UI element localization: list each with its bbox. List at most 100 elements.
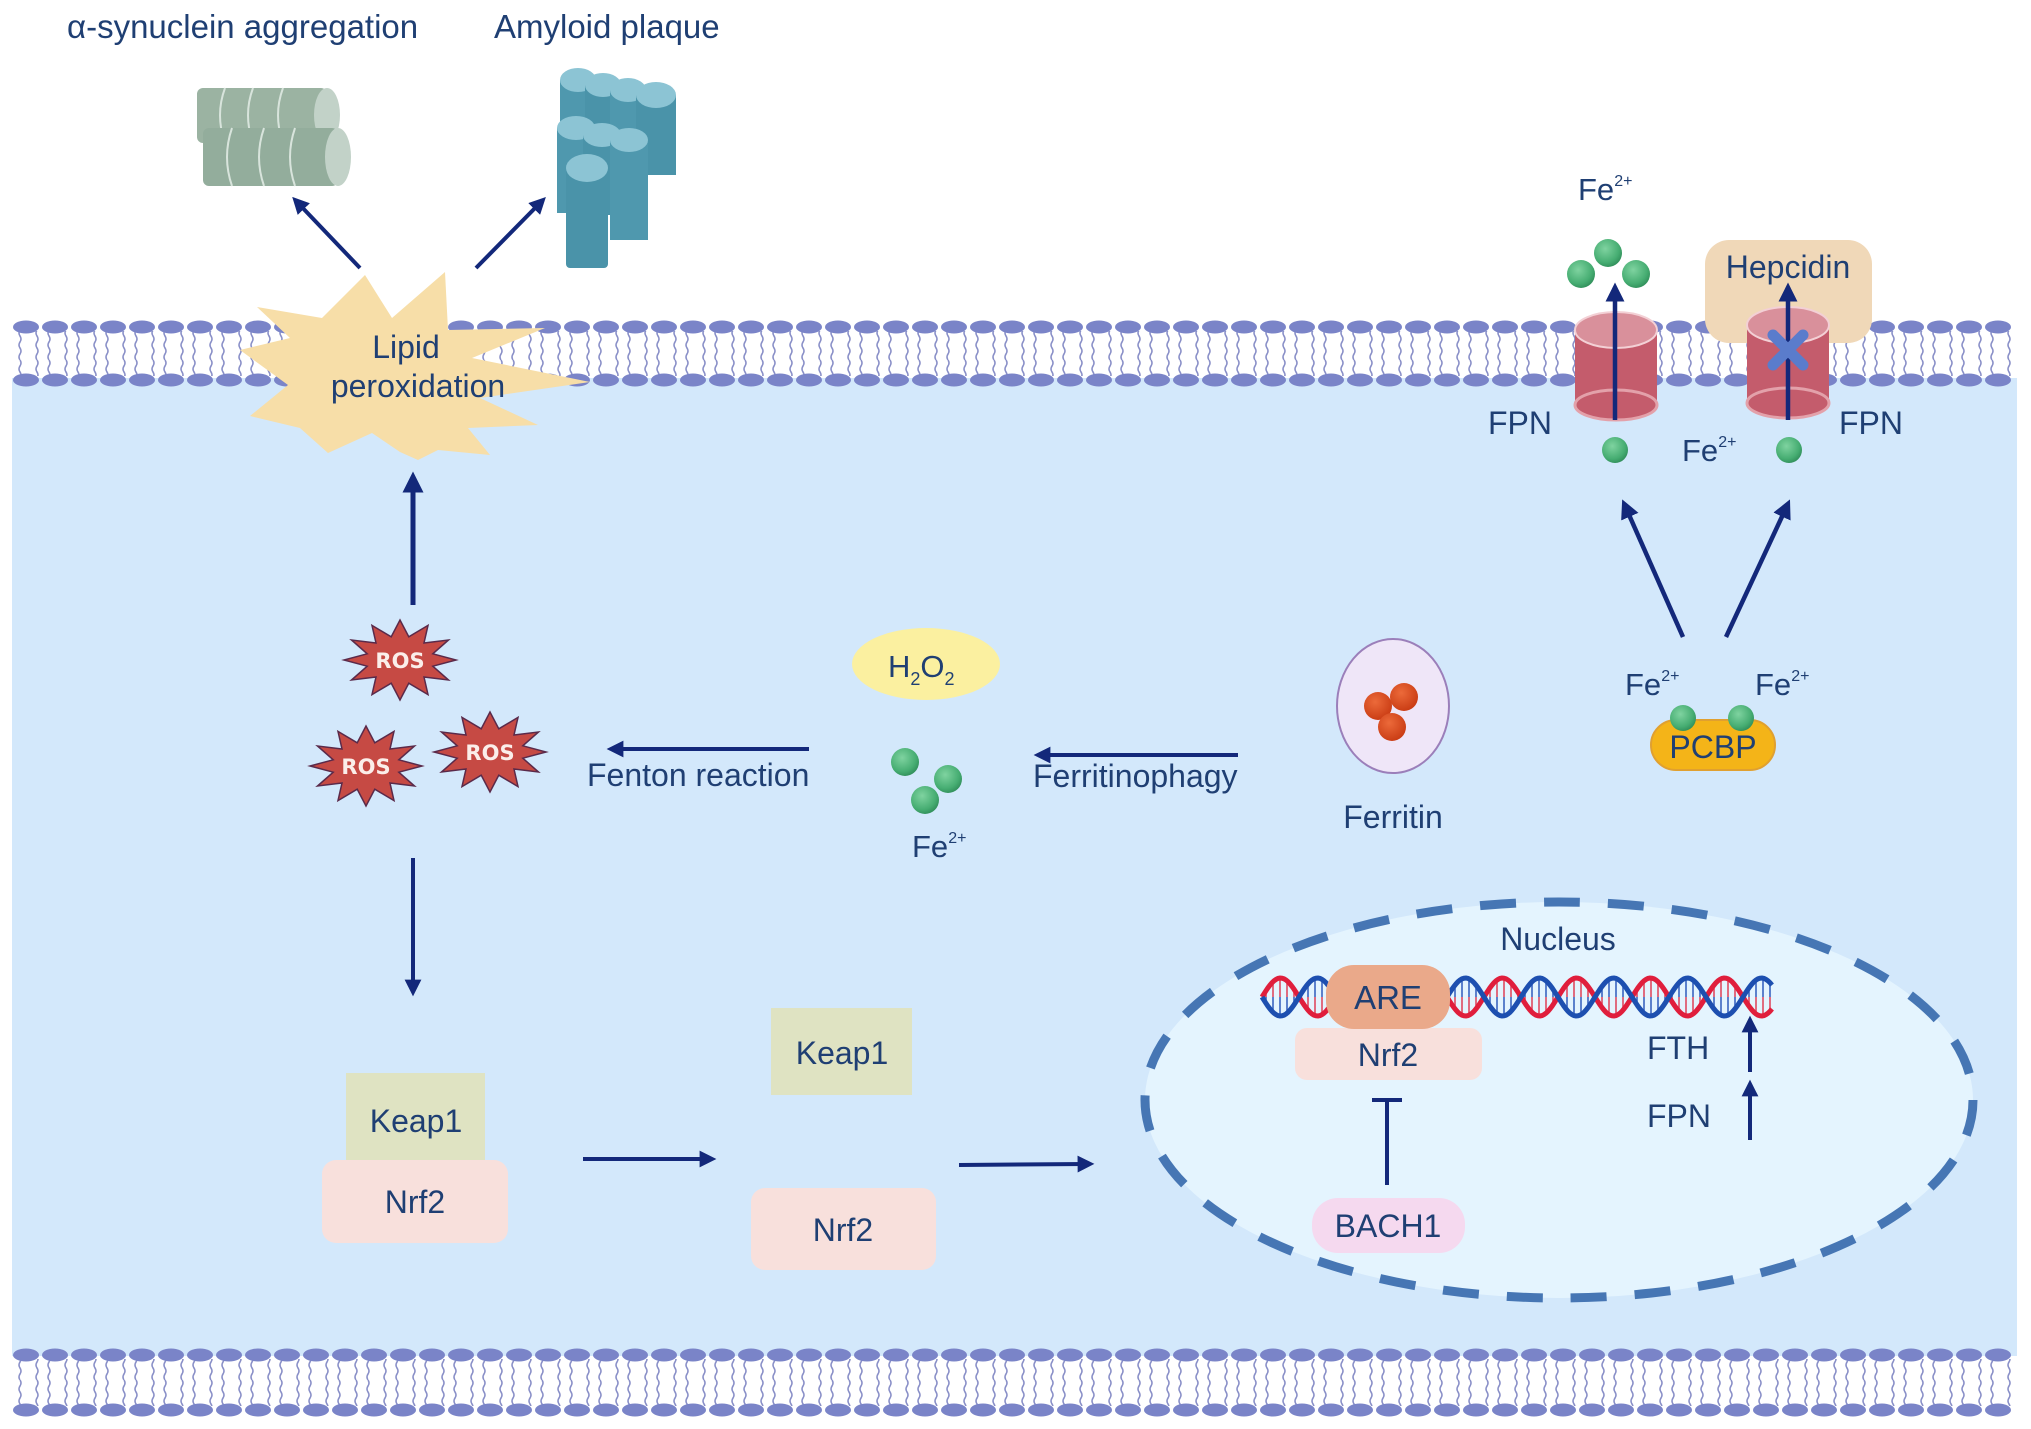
lipid-head [216,1403,242,1417]
lipid-head [100,1403,126,1417]
lipid-head [854,1403,880,1417]
lipid-head [1985,373,2011,387]
lipid-head [71,1348,97,1362]
lipid-head [187,320,213,334]
lipid-head [738,373,764,387]
lipid-head [1985,320,2011,334]
lipid-head [158,1403,184,1417]
lipid-head [1202,320,1228,334]
lipid-head [1405,1403,1431,1417]
lipid-head [42,320,68,334]
lipid-head [680,1403,706,1417]
lipid-head [1521,373,1547,387]
h2o2-label: H2O2 [888,649,955,689]
arrow-to-synuclein [292,196,362,270]
lipid-head [1202,1403,1228,1417]
lipid-head [1115,373,1141,387]
lipid-head [651,320,677,334]
lipid-head [1985,1403,2011,1417]
lipid-head [1956,1348,1982,1362]
lipid-head [1434,1403,1460,1417]
lipid-head [448,1403,474,1417]
lipid-head [332,1403,358,1417]
lipid-head [999,1348,1025,1362]
lipid-head [1550,1403,1576,1417]
lipid-peroxidation-label-line1: Lipid [372,329,440,365]
lipid-head [1318,373,1344,387]
lipid-head [941,1403,967,1417]
lipid-head [1086,320,1112,334]
lipid-head [1086,1403,1112,1417]
lipid-head [1289,1403,1315,1417]
lipid-head [796,320,822,334]
lipid-head [825,1403,851,1417]
lipid-head [796,1348,822,1362]
keap1-box [346,1073,485,1163]
lipid-head [187,1348,213,1362]
lipid-head [158,320,184,334]
lipid-head [419,1403,445,1417]
lipid-head [245,320,271,334]
lipid-head [1492,1403,1518,1417]
lipid-head [506,1348,532,1362]
arrow-pcbp-to-fpn-right [1723,499,1791,638]
fe2-ion [1728,705,1754,731]
lipid-head [651,1348,677,1362]
pcbp-label: PCBP [1669,729,1756,765]
lipid-head [883,1403,909,1417]
lipid-head [274,1403,300,1417]
lipid-head [1086,373,1112,387]
lipid-head [738,320,764,334]
lipid-head [535,1348,561,1362]
lipid-head [680,320,706,334]
lipid-head [13,1403,39,1417]
lipid-head [1231,1348,1257,1362]
ros-burst: ROS [307,724,425,808]
lipid-head [680,1348,706,1362]
lipid-head [1057,1403,1083,1417]
lipid-head [1724,1403,1750,1417]
lipid-head [1318,1348,1344,1362]
lipid-head [1724,1348,1750,1362]
lipid-head [1492,373,1518,387]
lipid-head [999,1403,1025,1417]
fe2-ion [1670,705,1696,731]
lipid-head [332,1348,358,1362]
lipid-head [912,1348,938,1362]
fe2-ion [1602,437,1628,463]
lipid-head [1811,1348,1837,1362]
lipid-head [1492,320,1518,334]
lipid-head [1753,1403,1779,1417]
lipid-head [767,320,793,334]
lipid-head [1840,1348,1866,1362]
synuclein-label: α-synuclein aggregation [67,8,418,45]
fth-label: FTH [1647,1030,1709,1066]
lipid-head [1202,373,1228,387]
alpha-synuclein-aggregate-icon [197,87,351,187]
lipid-head [883,373,909,387]
lipid-head [1144,373,1170,387]
lipid-head [1115,1348,1141,1362]
lipid-head [1260,1348,1286,1362]
keap1-free-label: Keap1 [796,1035,889,1071]
lipid-head [564,320,590,334]
lipid-head [564,1348,590,1362]
lipid-head [158,1348,184,1362]
lipid-head [1927,373,1953,387]
lipid-head [970,320,996,334]
lipid-head [1927,1403,1953,1417]
hepcidin-label: Hepcidin [1726,249,1851,285]
lipid-head [1376,320,1402,334]
lipid-head [1985,1348,2011,1362]
lipid-head [622,1403,648,1417]
arrow-nrf2-to-nucleus [958,1155,1095,1173]
ros-label: ROS [341,755,390,779]
lipid-head [245,1403,271,1417]
lipid-head [796,1403,822,1417]
lipid-head [738,1403,764,1417]
lipid-head [1231,1403,1257,1417]
lipid-head [506,1403,532,1417]
lipid-head [1898,373,1924,387]
lipid-head [1898,1348,1924,1362]
lipid-head [158,373,184,387]
